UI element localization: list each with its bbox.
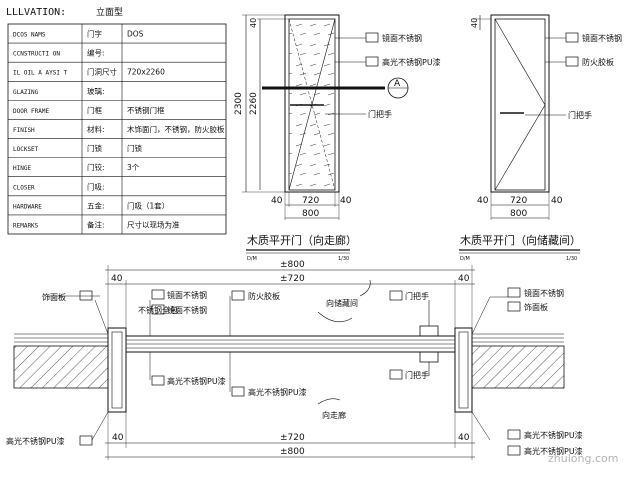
spec-row-value: 3个 (127, 163, 140, 172)
elev-left-scale-right: 1/30 (338, 256, 349, 262)
plan-label-wall-left: 饰面板 (42, 292, 66, 302)
spec-row-value: 木饰面门，不锈钢，防火胶板 (127, 124, 225, 134)
spec-row-field: 五金: (87, 200, 105, 210)
plan-label-toward-corridor: 向走廊 (322, 410, 346, 420)
plan-label-pu-center: 高光不锈钢PU漆 (248, 387, 307, 397)
label-fire-board-right: 防火胶板 (582, 57, 614, 67)
plan-label-handle-bottom: 门把手 (405, 370, 429, 380)
watermark: zhulong.com (548, 452, 618, 465)
door-leaf-right (494, 18, 546, 191)
plan-bottom-clear: ±720 (280, 433, 305, 443)
elevation-right: 40 40 720 40 800 镜面不锈钢 防火胶板 门把手 木质平开门（向储… (459, 14, 622, 262)
label-pu-stainless: 高光不锈钢PU漆 (382, 57, 441, 67)
spec-row-field: 编号: (87, 48, 105, 58)
spec-row-value: 门吸（1套） (127, 200, 169, 210)
spec-row-label: HINGE (13, 165, 31, 172)
spec-row-field: 门框 (87, 105, 102, 115)
plan-label-fire-board: 防火胶板 (248, 291, 280, 301)
spec-row-value: DOS (127, 30, 144, 39)
elevation-value: 立面型 (96, 6, 123, 18)
spec-row-field: 门吸: (87, 182, 105, 191)
dim-overall-width-right: 800 (510, 209, 527, 219)
elevation-left: 2300 2260 40 40 720 40 800 镜面不锈钢 高光不锈钢PU… (234, 14, 441, 262)
spec-row-value: 720x2260 (127, 68, 165, 77)
elev-left-scale-left: D/M (247, 256, 257, 262)
spec-row-label: IL OIL A AYSI T (13, 70, 68, 77)
dim-top-gap-right: 40 (470, 18, 479, 28)
spec-row-label: DOOR FRAME (13, 108, 50, 115)
plan-top-side-right: 40 (458, 274, 470, 284)
spec-row-field: 门洞尺寸 (87, 67, 117, 77)
frame-left (107, 327, 127, 413)
dim-side-left-right: 40 (477, 196, 489, 206)
plan-section: ±800 40 40 ±720 饰面板 镜面不锈钢 (6, 260, 583, 460)
wall-right (471, 345, 565, 389)
dim-side-left: 40 (271, 196, 283, 206)
plan-bottom-overall: ±800 (280, 447, 305, 457)
spec-row-value: 尺寸以现场为准 (127, 219, 180, 229)
section-marker-label: A (394, 79, 401, 89)
label-mirror-stainless: 镜面不锈钢 (382, 33, 422, 43)
spec-table: DCOS NAMS 门字 DOS CCNSTRUCTI ON 编号: IL OIL A A… (7, 23, 227, 235)
plan-label-pu-bottom-right-2: 高光不锈钢PU漆 (524, 446, 583, 456)
spec-row-label: REMARKS (13, 222, 39, 229)
plan-top-side-left: 40 (111, 274, 123, 284)
plan-label-pu-bottom-right-1: 高光不锈钢PU漆 (524, 430, 583, 440)
plan-label-wall-right: 饰面板 (524, 302, 548, 312)
spec-row-label: GLAZING (13, 89, 39, 96)
plan-label-toward-storage: 向储藏间 (326, 298, 358, 308)
spec-row-label: FINISH (13, 127, 35, 134)
dim-clear-width-right: 720 (510, 196, 527, 206)
spec-row-label: CCNSTRUCTI ON (13, 51, 60, 58)
spec-row-label: DCOS NAMS (13, 32, 46, 39)
plan-label-stainless-3: 不锈钢全包 (138, 305, 178, 315)
dim-side-right: 40 (340, 196, 352, 206)
plan-label-pu-left: 高光不锈钢PU漆 (167, 376, 226, 386)
spec-row-label: CLOSER (13, 184, 35, 191)
dim-clear-width: 720 (302, 196, 319, 206)
frame-right (454, 327, 473, 413)
elevation-label: LLLVATION: (6, 7, 66, 18)
spec-row-label: LOCKSET (13, 146, 39, 153)
spec-row-field: 玻璃: (87, 86, 105, 96)
dim-overall-width: 800 (302, 209, 319, 219)
wall-left (13, 345, 109, 389)
plan-label-pu-bottom-left: 高光不锈钢PU漆 (6, 436, 65, 446)
elev-right-title: 木质平开门（向储藏间） (460, 233, 581, 247)
spec-row-field: 门铰: (87, 162, 105, 172)
dim-door-height: 2260 (249, 92, 259, 115)
spec-row-field: 材料: (87, 124, 105, 134)
dim-side-right-right: 40 (551, 196, 563, 206)
plan-bottom-side-right: 40 (458, 433, 470, 443)
spec-row-field: 门锁 (87, 143, 102, 153)
elev-right-scale-right: 1/30 (566, 256, 577, 262)
label-handle: 门把手 (368, 109, 392, 119)
spec-row-label: HARDWARE (13, 203, 42, 210)
plan-label-stainless-1: 镜面不锈钢 (167, 290, 207, 300)
plan-top-overall: ±800 (280, 260, 305, 270)
plan-label-stainless-2: 镜面不锈钢 (167, 305, 207, 315)
plan-bottom-side-left: 40 (112, 433, 124, 443)
dim-total-height: 2300 (234, 92, 244, 115)
elev-right-scale-left: D/M (460, 256, 470, 262)
spec-row-field: 门字 (87, 29, 102, 39)
label-handle-right: 门把手 (568, 110, 592, 120)
spec-row-value: 门锁 (127, 143, 142, 153)
label-mirror-stainless-right: 镜面不锈钢 (582, 33, 622, 43)
dim-top-gap: 40 (249, 18, 258, 28)
spec-row-value: 不锈钢门框 (127, 105, 165, 115)
plan-handle-bottom (419, 351, 439, 363)
spec-row-field: 备注: (87, 219, 105, 229)
plan-top-clear: ±720 (280, 274, 305, 284)
plan-label-stainless-r1: 镜面不锈钢 (524, 288, 564, 298)
elev-left-title: 木质平开门（向走廊） (247, 233, 357, 247)
plan-label-handle-top: 门把手 (405, 291, 429, 301)
plan-handle-top (419, 325, 439, 337)
